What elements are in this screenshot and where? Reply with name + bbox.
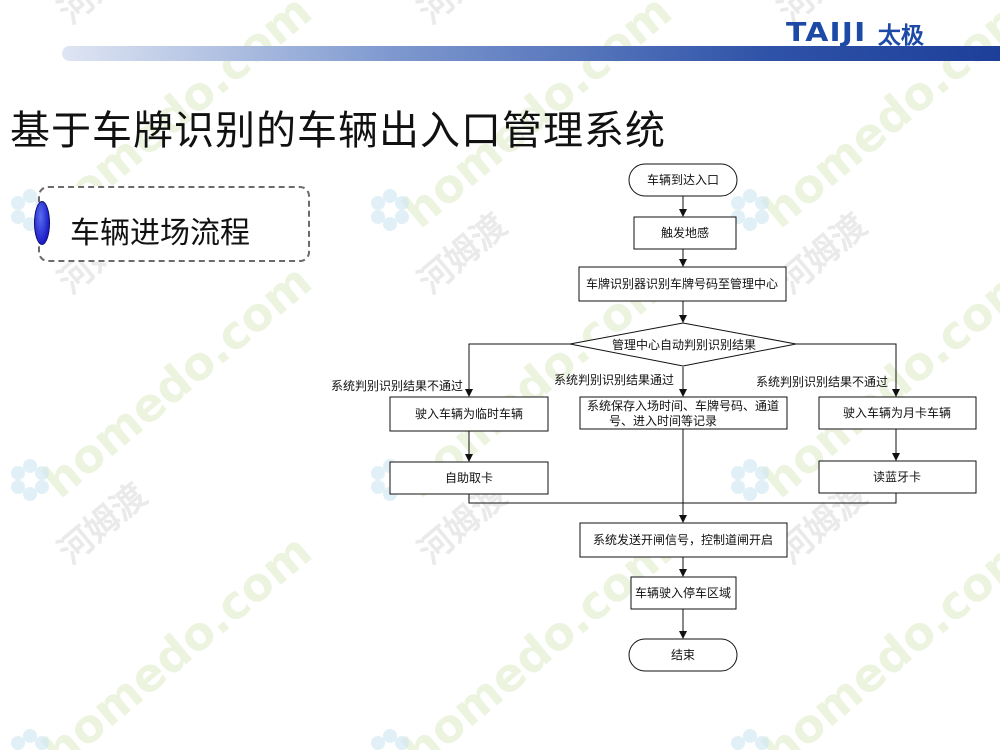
flow-node-decision: 管理中心自动判别识别结果: [569, 322, 797, 367]
header-bar: [62, 46, 1000, 61]
arrow-decision-monthly: [796, 343, 900, 397]
arrow-decision-temp: [465, 343, 570, 397]
line-card-merge: [468, 494, 683, 504]
flow-node-temp: 驶入车辆为临时车辆: [389, 396, 549, 432]
flow-node-save: 系统保存入场时间、车牌号码、通道 号、进入时间等记录: [579, 396, 788, 430]
flow-node-save-label-2: 号、进入时间等记录: [609, 414, 717, 428]
logo-cjk-text: 太极: [877, 23, 924, 49]
taiji-logo: TAIJI 太极: [786, 18, 924, 49]
flow-node-monthly: 驶入车辆为月卡车辆: [818, 396, 977, 430]
edge-label-left: 系统判别识别结果不通过: [331, 379, 463, 393]
flow-node-recognize-label: 车牌识别器识别车牌号码至管理中心: [586, 276, 778, 291]
section-box: [38, 186, 310, 262]
flow-node-trigger-label: 触发地感: [661, 225, 709, 240]
flow-node-save-label-1: 系统保存入场时间、车牌号码、通道: [587, 398, 779, 413]
flow-node-park: 车辆驶入停车区域: [630, 576, 737, 610]
line-bluetooth-merge: [683, 493, 897, 504]
edge-label-middle: 系统判别识别结果通过: [554, 373, 674, 387]
flow-node-start-label: 车辆到达入口: [647, 172, 719, 187]
flow-node-park-label: 车辆驶入停车区域: [635, 585, 731, 600]
flow-node-trigger: 触发地感: [633, 216, 737, 250]
flow-connectors: [465, 196, 900, 639]
section-bullet-icon: [34, 201, 50, 245]
flow-node-open-label: 系统发送开闸信号，控制道闸开启: [593, 532, 773, 547]
flow-node-temp-label: 驶入车辆为临时车辆: [415, 406, 523, 421]
section-label: 车辆进场流程: [70, 216, 250, 251]
flow-node-bluetooth-label: 读蓝牙卡: [873, 470, 921, 484]
edge-label-right: 系统判别识别结果不通过: [756, 375, 888, 389]
flow-node-bluetooth: 读蓝牙卡: [818, 460, 977, 494]
flow-node-end-label: 结束: [671, 648, 695, 662]
flow-node-card: 自助取卡: [389, 461, 549, 495]
page-title: 基于车牌识别的车辆出入口管理系统: [10, 108, 666, 154]
logo-latin-text: TAIJI: [786, 18, 867, 48]
flow-node-card-label: 自助取卡: [445, 471, 493, 485]
flow-node-end: 结束: [628, 638, 738, 672]
flow-node-open: 系统发送开闸信号，控制道闸开启: [579, 522, 788, 558]
flow-node-recognize: 车牌识别器识别车牌号码至管理中心: [578, 266, 787, 302]
flow-node-start: 车辆到达入口: [628, 163, 738, 197]
flow-node-decision-label: 管理中心自动判别识别结果: [612, 337, 756, 352]
flow-node-monthly-label: 驶入车辆为月卡车辆: [843, 405, 951, 420]
